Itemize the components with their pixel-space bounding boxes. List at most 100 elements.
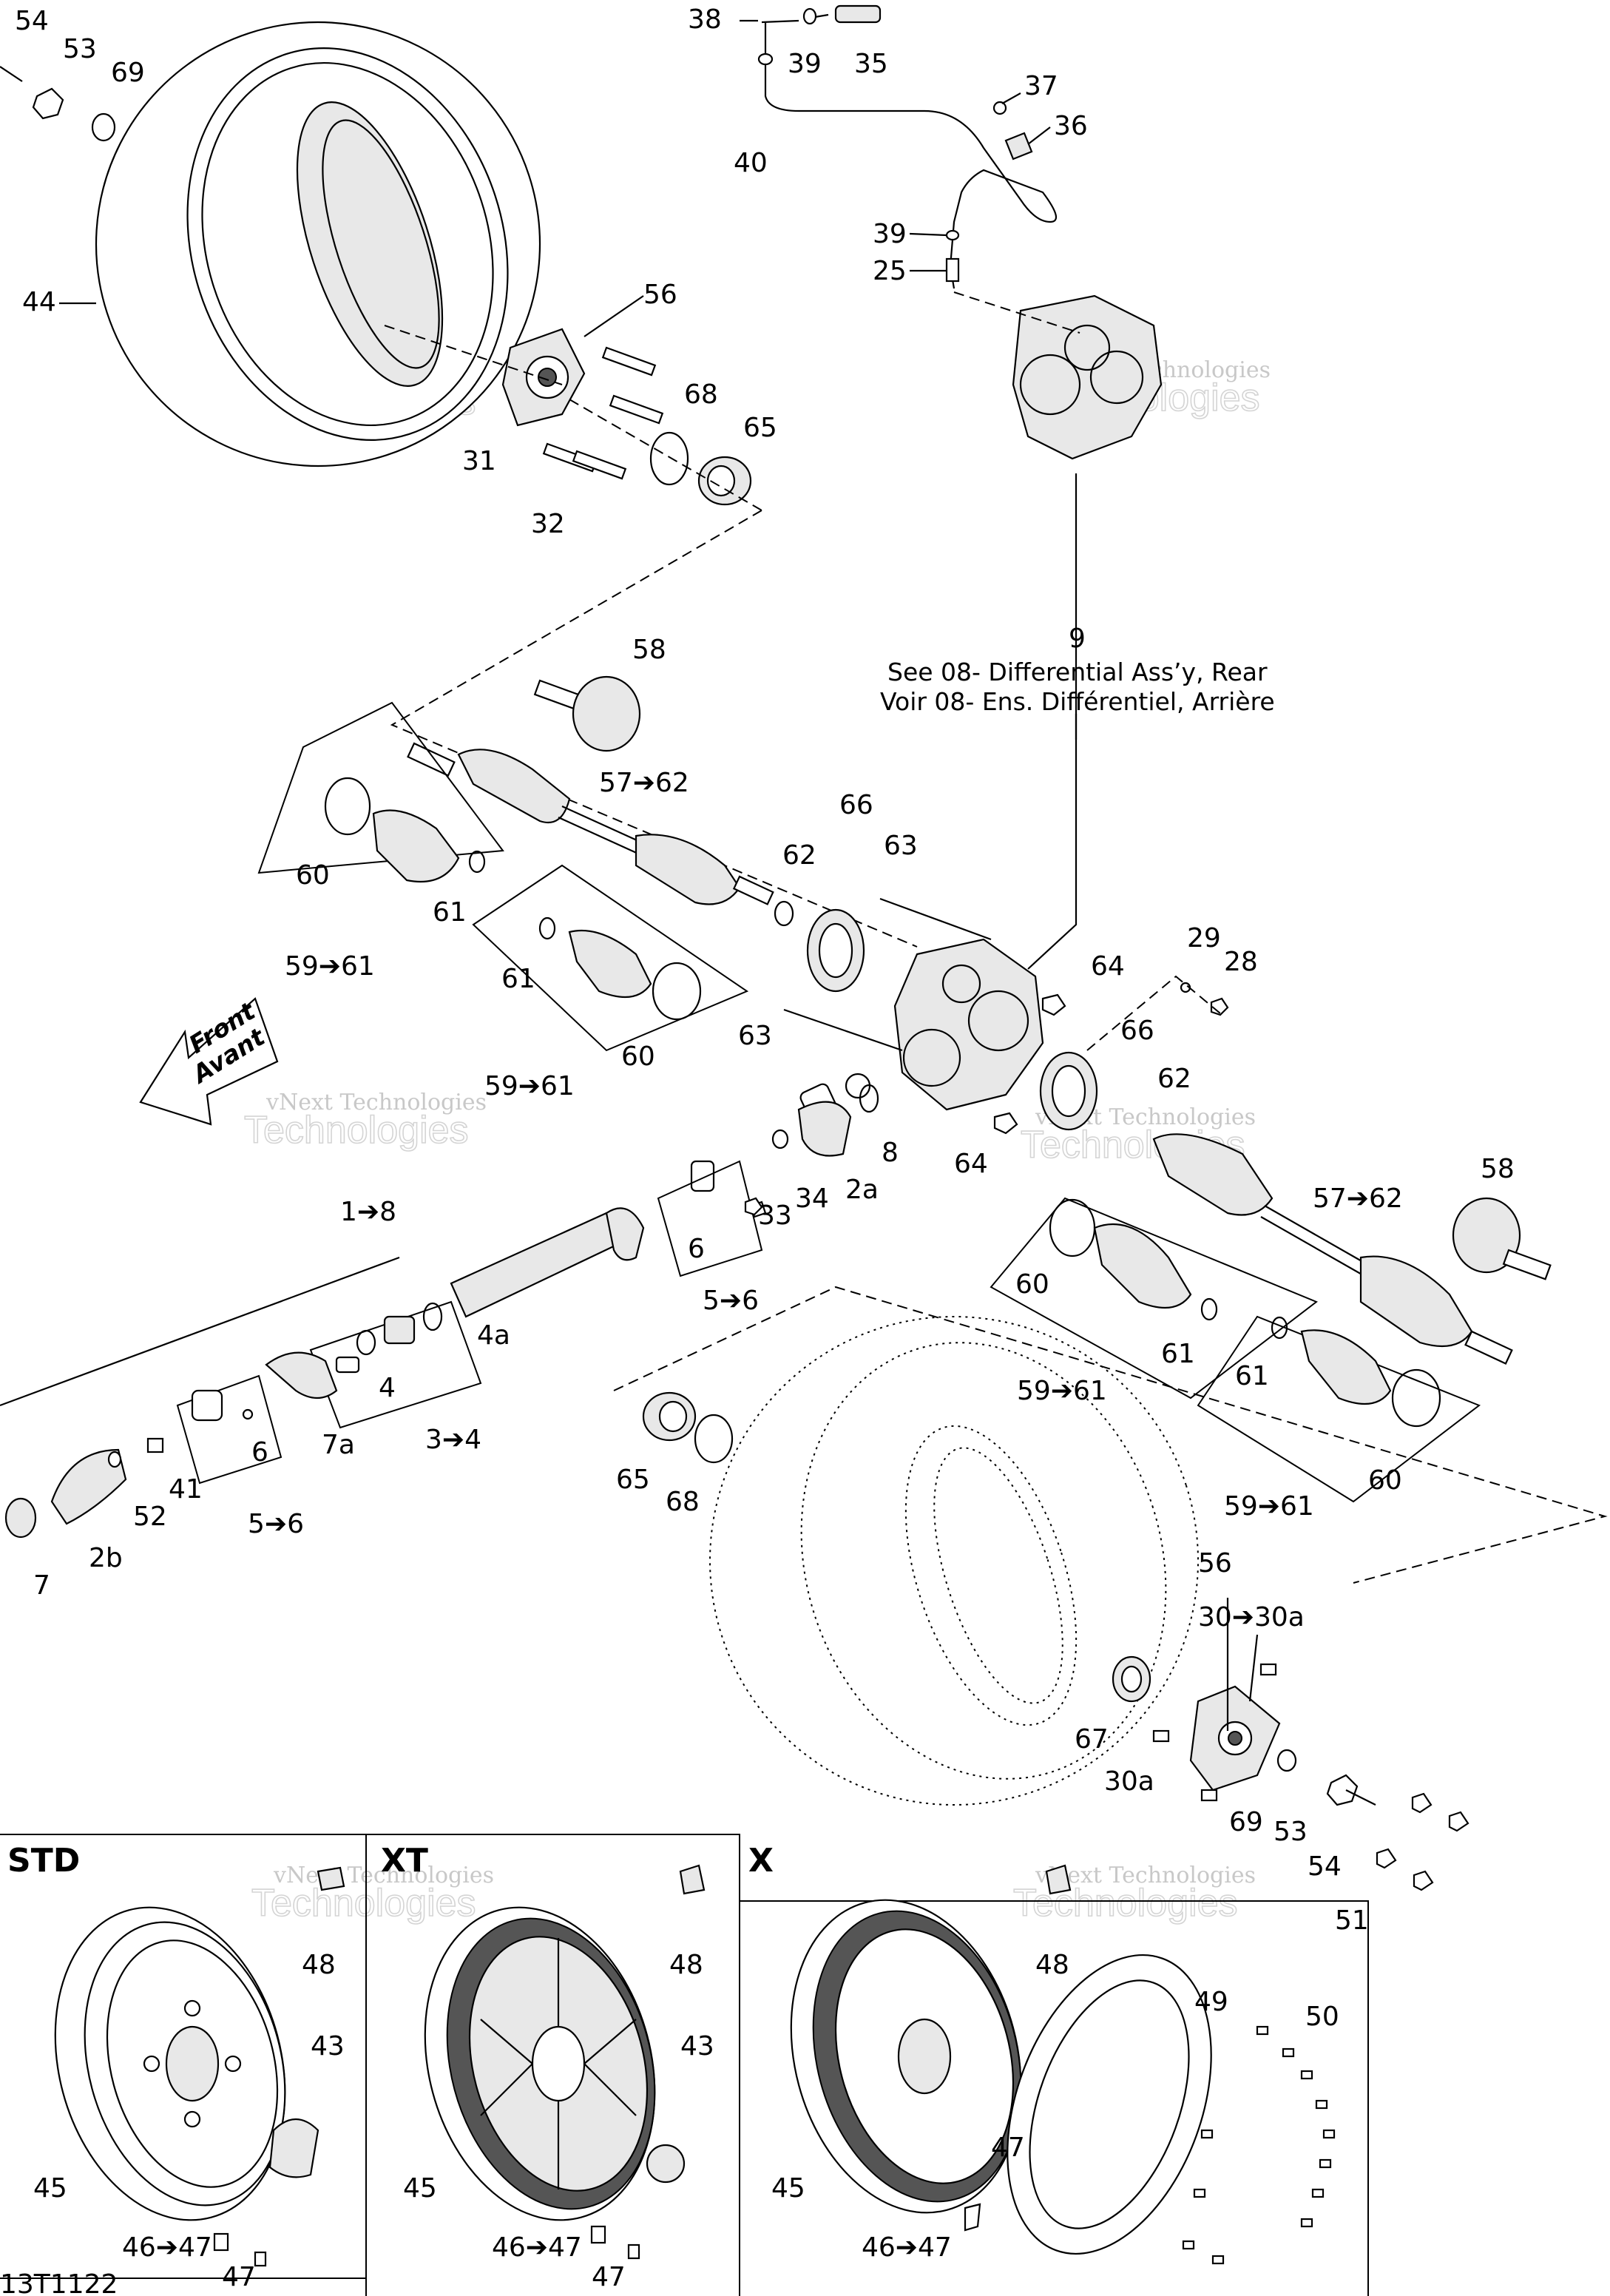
- label-57-62-left: 57➔62: [599, 768, 689, 798]
- label-41: 41: [169, 1474, 203, 1505]
- panel-labels: STD XT X 48 43 45 46➔47 47 48 43 45 46➔4…: [0, 1842, 1339, 2296]
- label-39-top: 39: [788, 49, 822, 79]
- label-48-xt: 48: [669, 1950, 703, 1980]
- label-58-top: 58: [632, 635, 666, 665]
- label-52: 52: [133, 1502, 167, 1532]
- label-67: 67: [1075, 1724, 1109, 1755]
- nut-64-b: [993, 1112, 1018, 1135]
- kit-box-59-left-1: [257, 701, 504, 874]
- differential-note-line2: Voir 08- Ens. Différentiel, Arrière: [880, 687, 1275, 716]
- label-31: 31: [462, 446, 496, 476]
- label-60-c: 60: [1015, 1269, 1049, 1300]
- label-57-62-right: 57➔62: [1313, 1184, 1403, 1214]
- dash-6: [613, 1286, 1608, 1584]
- label-62-right: 62: [1157, 1064, 1191, 1094]
- ring-8: [859, 1084, 879, 1113]
- bearing-65-top: [697, 456, 752, 506]
- seal-66-upper: [806, 908, 865, 993]
- kit-box-5-6-upper: [657, 1160, 763, 1277]
- yoke-2a: [797, 1101, 852, 1157]
- valve-48-xt: [679, 1864, 706, 1895]
- fitting-41: [146, 1437, 164, 1453]
- label-48-x: 48: [1035, 1950, 1069, 1980]
- label-60-a: 60: [296, 860, 330, 891]
- dash-4: [569, 399, 762, 511]
- diagram-code: 13T1122: [0, 2269, 118, 2296]
- seal-4-group: [356, 1302, 443, 1356]
- label-47-x: 47: [991, 2133, 1025, 2163]
- panel-title-std: STD: [7, 1842, 80, 1880]
- u-joint-6-lower: [191, 1389, 254, 1422]
- cap-47-xt: [627, 2243, 640, 2260]
- boot-kit-right-2: [1271, 1316, 1441, 1428]
- label-56: 56: [643, 280, 677, 310]
- label-60-b: 60: [621, 1041, 655, 1072]
- label-33: 33: [758, 1201, 792, 1231]
- label-51: 51: [1335, 1905, 1369, 1936]
- label-65-right: 65: [616, 1465, 650, 1495]
- watermark-3-big: Technologies: [244, 1109, 469, 1152]
- valve-stem-x: [964, 2203, 981, 2232]
- wheel-nuts-right: [1276, 1749, 1469, 1891]
- label-45-x: 45: [771, 2173, 805, 2204]
- ring-68-top: [649, 431, 689, 486]
- label-1-8: 1➔8: [340, 1197, 396, 1227]
- cap-43-std: [268, 2118, 319, 2178]
- label-28: 28: [1224, 947, 1258, 977]
- axle-stub-58-top: [533, 675, 641, 752]
- hub-30-right: [1152, 1663, 1281, 1802]
- label-61-d: 61: [1235, 1361, 1269, 1391]
- label-65: 65: [743, 413, 777, 443]
- label-68: 68: [684, 379, 718, 410]
- label-5-6-upper: 5➔6: [703, 1286, 759, 1316]
- nut-64-a: [1041, 993, 1066, 1016]
- label-59-61-a: 59➔61: [285, 951, 375, 982]
- boot-kit-right-1: [1049, 1198, 1218, 1321]
- label-69-right: 69: [1229, 1807, 1263, 1837]
- main-gearbox: [783, 897, 1044, 1111]
- dash-5: [1086, 975, 1221, 1051]
- label-43-xt: 43: [680, 2031, 714, 2062]
- seal-66-lower: [1039, 1051, 1098, 1131]
- kit-box-59-left-2: [472, 864, 749, 1052]
- label-63-top: 63: [884, 831, 918, 861]
- label-43-std: 43: [311, 2031, 345, 2062]
- watermark-6: vNext Technologies: [1035, 1863, 1256, 1888]
- differential-note-line1: See 08- Differential Ass’y, Rear: [887, 658, 1268, 686]
- label-45-std: 45: [33, 2173, 67, 2204]
- label-46-47-xt: 46➔47: [492, 2232, 582, 2263]
- leader-1-8: [0, 1256, 400, 1407]
- panel-title-x: X: [748, 1842, 774, 1880]
- hub-31: [501, 328, 664, 480]
- label-38: 38: [688, 4, 722, 35]
- label-63-mid: 63: [738, 1021, 772, 1051]
- dash-3: [390, 510, 918, 948]
- front-direction-arrow: Front Avant: [139, 996, 279, 1126]
- rear-tire-left: [95, 21, 541, 467]
- label-9: 9: [1069, 624, 1086, 654]
- ring-62-upper: [774, 900, 794, 927]
- label-30a: 30a: [1104, 1766, 1154, 1797]
- label-59-61-b: 59➔61: [484, 1071, 575, 1101]
- label-61-c: 61: [1161, 1339, 1195, 1369]
- label-47-xt: 47: [592, 2262, 626, 2292]
- label-64-top: 64: [1091, 951, 1125, 982]
- left-drive-axle: [407, 742, 774, 905]
- label-59-61-c: 59➔61: [1017, 1376, 1107, 1406]
- label-48-std: 48: [302, 1950, 336, 1980]
- label-5-6-lower: 5➔6: [248, 1509, 304, 1539]
- label-47-std: 47: [222, 2262, 256, 2292]
- nut-washer-top-left: [0, 66, 116, 142]
- label-37: 37: [1024, 71, 1058, 101]
- kit-box-59-right-1: [990, 1197, 1318, 1399]
- right-drive-axle: [1152, 1133, 1513, 1365]
- label-68-right: 68: [666, 1487, 700, 1517]
- kit-box-59-right-2: [1197, 1315, 1481, 1503]
- label-7: 7: [33, 1570, 50, 1601]
- axle-stub-58-right: [1452, 1197, 1552, 1280]
- ring-68-right: [694, 1414, 734, 1464]
- label-34: 34: [795, 1184, 829, 1214]
- rear-tire-right: [709, 1316, 1199, 1806]
- dash-1: [953, 291, 1080, 334]
- label-56-right: 56: [1198, 1548, 1232, 1578]
